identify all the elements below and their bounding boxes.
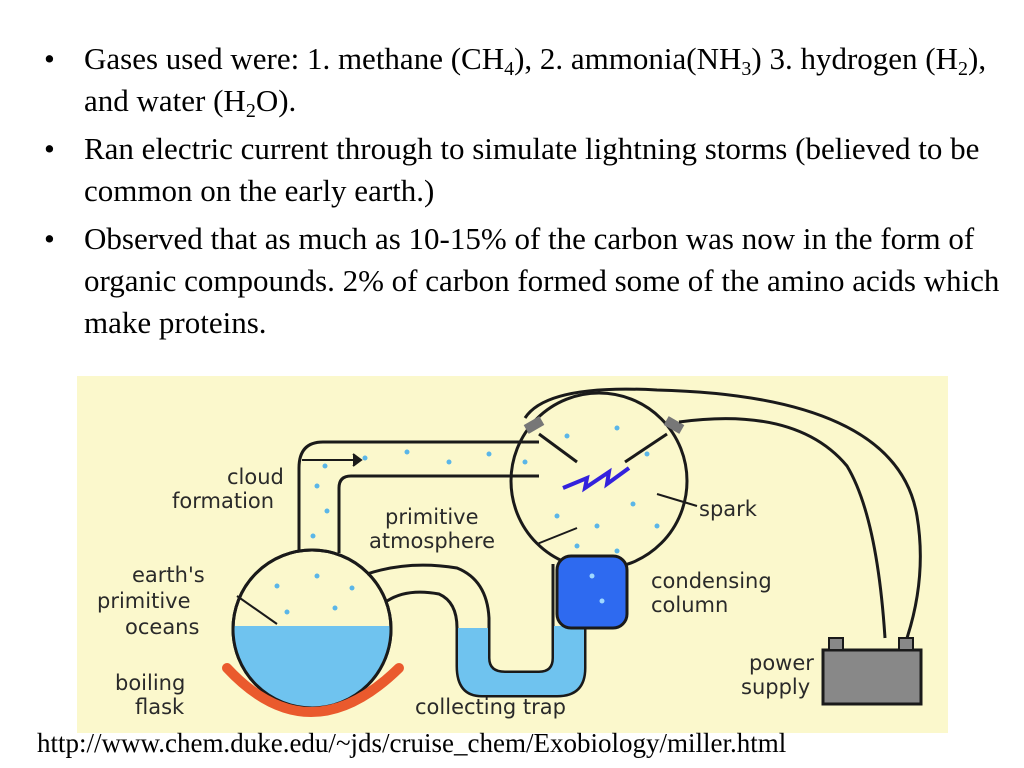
neck-tube [297,440,539,553]
bullet-text: Gases used were: 1. methane (CH4), 2. am… [84,41,987,121]
label-flask: flask [135,695,185,719]
electrodes [523,416,685,464]
bullet-item: • Observed that as much as 10-15% of the … [40,218,1000,344]
bullet-segment: ), and water (H [84,41,987,118]
bullet-segment: Ran electric current through to simulate… [84,131,980,208]
subscript: 3 [741,58,752,80]
bullet-segment: O). [255,83,297,118]
vapor-droplets [274,425,660,615]
bullet-item: • Gases used were: 1. methane (CH4), 2. a… [40,38,1000,122]
subscript: 4 [504,58,515,80]
label-atmosphere: atmosphere [369,529,495,553]
label-condensing: condensing [651,569,772,593]
subscript: 2 [245,100,256,122]
label-formation: formation [172,489,274,513]
bullet-item: • Ran electric current through to simulat… [40,128,1000,212]
label-collecting-trap: collecting trap [415,695,566,719]
label-spark: spark [699,497,758,521]
spark-icon [562,466,631,493]
bullet-segment: ) 3. hydrogen (H [751,41,958,76]
bullet-segment: ), 2. ammonia(NH [514,41,742,76]
bullet-dot: • [44,221,55,256]
label-boiling: boiling [115,671,185,695]
bullet-dot: • [44,131,55,166]
source-url-link[interactable]: http://www.chem.duke.edu/~jds/cruise_che… [37,728,787,758]
power-wire-left [523,387,922,639]
power-wire-right [678,417,887,639]
label-supply: supply [741,675,810,699]
miller-urey-apparatus-diagram: cloud formation primitive atmosphere spa… [77,376,948,733]
label-cloud: cloud [227,465,284,489]
condensing-column [555,554,629,630]
label-earths: earth's [132,563,205,587]
bullet-text: Ran electric current through to simulate… [84,131,979,208]
bullet-segment: Observed that as much as 10-15% of the c… [84,221,1000,340]
label-oceans: oceans [125,615,199,639]
label-pointers [236,453,698,625]
collecting-trap-tube [366,563,587,698]
bullet-text: Observed that as much as 10-15% of the c… [84,221,999,340]
trap-water [458,626,584,695]
bullet-list: • Gases used were: 1. methane (CH4), 2. a… [40,38,1000,350]
boiling-flask-heater [222,663,404,717]
label-power: power [749,651,814,675]
label-primitive: primitive [385,505,479,529]
label-primitive-oceans-1: primitive [97,589,191,613]
bullet-segment: Gases used were: 1. methane (CH [84,41,505,76]
bullet-dot: • [44,41,55,76]
subscript: 2 [958,58,968,80]
label-column: column [651,593,728,617]
power-supply-battery [821,648,923,706]
